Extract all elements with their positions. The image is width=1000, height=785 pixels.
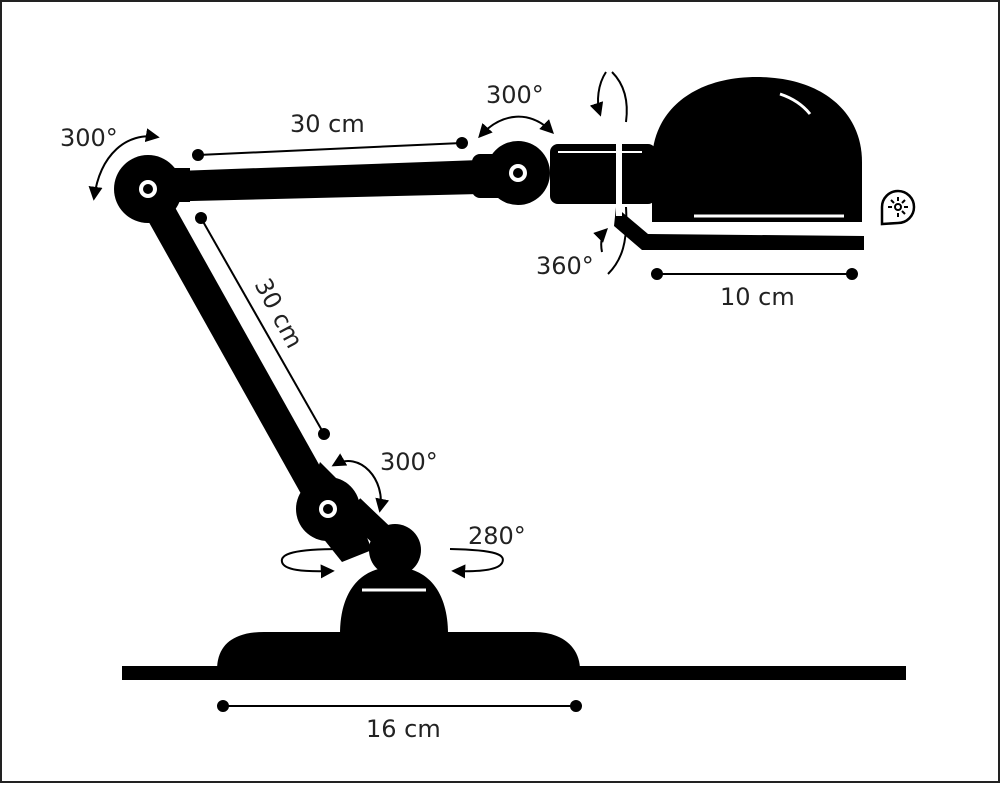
- base-dimension: [217, 700, 582, 712]
- shoulder-rotation-arrow: [88, 128, 160, 201]
- elbow-joint: [296, 477, 360, 541]
- head-joint-rotation-arrow: [478, 115, 554, 139]
- head-spin-arrow-bottom: [601, 206, 628, 275]
- head-joint: [472, 141, 550, 205]
- upper-arm-dimension: [192, 137, 468, 161]
- head-spin-label: 360°: [536, 252, 594, 280]
- elbow-rotation-arrow: [331, 453, 390, 513]
- shade-diameter-label: 10 cm: [720, 283, 795, 311]
- lamp-head: [550, 77, 864, 250]
- shoulder-joint: [114, 155, 182, 223]
- base-rotation-arrow-left: [280, 548, 341, 579]
- lower-arm-dimension: [195, 212, 330, 440]
- shade-dimension: [651, 268, 858, 280]
- base-rotation-label: 280°: [468, 522, 526, 550]
- lower-arm-length-label: 30 cm: [249, 274, 309, 353]
- shoulder-rotation-label: 300°: [60, 124, 118, 152]
- elbow-rotation-label: 300°: [380, 448, 438, 476]
- lamp-base: [217, 524, 580, 670]
- upper-arm: [150, 160, 480, 202]
- upper-arm-length-label: 30 cm: [290, 110, 365, 138]
- head-joint-rotation-label: 300°: [486, 81, 544, 109]
- base-rotation-arrow-right: [449, 548, 504, 579]
- head-spin-arrow-top: [598, 71, 628, 122]
- bulb-icon: [880, 189, 916, 226]
- base-width-label: 16 cm: [366, 715, 441, 743]
